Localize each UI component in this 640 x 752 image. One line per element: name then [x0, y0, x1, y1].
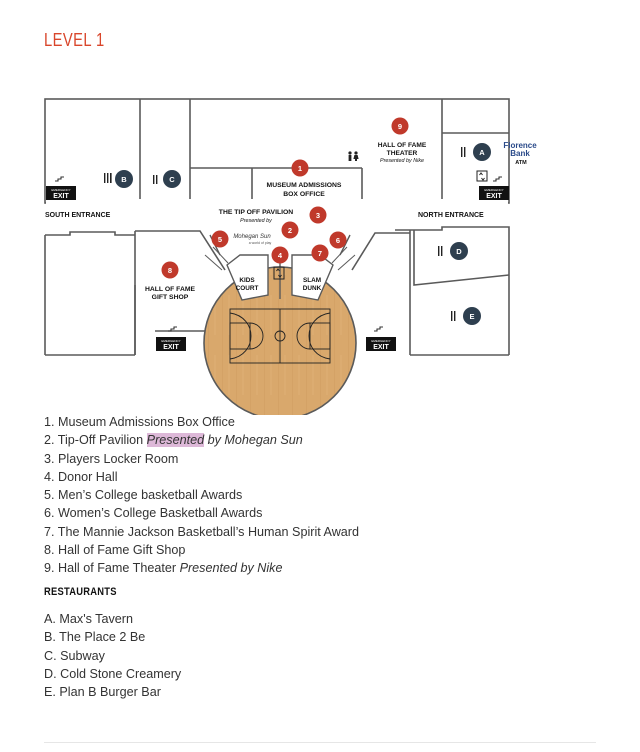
- marker-9[interactable]: 9: [391, 117, 409, 135]
- svg-text:5: 5: [218, 235, 222, 244]
- svg-text:8: 8: [168, 266, 172, 275]
- pavilion-label: THE TIP OFF PAVILION: [219, 209, 293, 216]
- restaurant-marker-a[interactable]: A: [473, 143, 491, 161]
- dining-icon: [438, 246, 443, 256]
- stairs-icon: [374, 326, 383, 332]
- svg-text:1: 1: [298, 164, 302, 173]
- legend-item: 7. The Mannie Jackson Basketball’s Human…: [44, 524, 360, 539]
- legend-item: 1. Museum Admissions Box Office: [44, 415, 235, 429]
- dining-icon: [461, 147, 466, 157]
- marker-1[interactable]: 1: [291, 159, 309, 177]
- divider: [44, 742, 596, 743]
- restaurant-marker-e[interactable]: E: [463, 307, 481, 325]
- svg-text:C: C: [169, 175, 175, 184]
- svg-text:EMERGENCY: EMERGENCY: [371, 339, 390, 343]
- restaurant-item: A. Max's Tavern: [44, 612, 133, 626]
- restaurant-item: E. Plan B Burger Bar: [44, 685, 161, 700]
- marker-8[interactable]: 8: [161, 261, 179, 279]
- marker-7[interactable]: 7: [311, 244, 329, 262]
- svg-text:EXIT: EXIT: [53, 193, 69, 200]
- exit-sign-south: EMERGENCY EXIT: [46, 186, 76, 200]
- bank-logo-1: Florence: [503, 141, 537, 150]
- theater-sub: Presented by Nike: [380, 158, 424, 164]
- south-wing: [44, 230, 226, 356]
- theater-label-2: THEATER: [387, 150, 418, 157]
- restaurant-item: D. Cold Stone Creamery: [44, 666, 182, 681]
- restaurant-item: C. Subway: [44, 648, 105, 663]
- restaurant-marker-d[interactable]: D: [450, 242, 468, 260]
- north-entrance-label: NORTH ENTRANCE: [418, 212, 484, 219]
- exit-sign-gift: EMERGENCY EXIT: [156, 337, 186, 351]
- center-court: [203, 234, 357, 415]
- restaurant-item: B. The Place 2 Be: [44, 630, 146, 645]
- svg-text:EXIT: EXIT: [163, 344, 179, 351]
- theater-label-1: HALL OF FAME: [378, 142, 427, 149]
- slam-dunk-label-1: SLAM: [303, 277, 321, 284]
- mohegan-logo: Mohegan Sun: [233, 234, 271, 240]
- exit-sign-court: EMERGENCY EXIT: [366, 337, 396, 351]
- svg-text:4: 4: [278, 251, 283, 260]
- legend-item: 5. Men’s College basketball Awards: [44, 488, 243, 503]
- restroom-icon: [348, 151, 359, 161]
- marker-2[interactable]: 2: [281, 221, 299, 239]
- exit-sign-north: EMERGENCY EXIT: [479, 186, 509, 200]
- svg-text:EMERGENCY: EMERGENCY: [484, 188, 503, 192]
- marker-5[interactable]: 5: [211, 230, 229, 248]
- svg-text:EMERGENCY: EMERGENCY: [161, 339, 180, 343]
- dining-icon: [153, 175, 158, 184]
- north-wing: [351, 226, 510, 356]
- svg-text:3: 3: [316, 211, 320, 220]
- svg-text:9: 9: [398, 122, 402, 131]
- marker-6[interactable]: 6: [329, 231, 347, 249]
- restaurants-list: A. Max's Tavern B. The Place 2 Be C. Sub…: [44, 610, 181, 701]
- svg-text:6: 6: [336, 236, 340, 245]
- legend-item: 6. Women’s College Basketball Awards: [44, 506, 263, 521]
- mohegan-tagline: a world of play: [249, 241, 272, 245]
- legend-item: 9. Hall of Fame Theater Presented by Nik…: [44, 561, 283, 576]
- stairs-icon: [168, 326, 177, 332]
- highlighted-text: Presented: [146, 433, 205, 448]
- marker-4[interactable]: 4: [271, 246, 289, 264]
- page-title: LEVEL 1: [44, 30, 105, 50]
- kids-court-label-1: KIDS: [239, 277, 255, 284]
- dining-icon: [104, 173, 112, 183]
- legend-list: 1. Museum Admissions Box Office 2. Tip-O…: [44, 413, 359, 578]
- svg-text:E: E: [469, 312, 474, 321]
- svg-text:EXIT: EXIT: [486, 193, 502, 200]
- gift-shop-label-1: HALL OF FAME: [145, 286, 196, 293]
- kids-court-label-2: COURT: [236, 285, 259, 292]
- pavilion-sub: Presented by: [240, 218, 272, 224]
- gift-shop-label-2: GIFT SHOP: [152, 294, 189, 301]
- svg-text:2: 2: [288, 226, 292, 235]
- floor-map: SOUTH ENTRANCE NORTH ENTRANCE HALL OF FA…: [40, 95, 550, 415]
- svg-text:D: D: [456, 247, 462, 256]
- legend-item: 2. Tip-Off Pavilion Presented by Mohegan…: [44, 433, 303, 448]
- bank-logo-2: Bank: [510, 149, 530, 158]
- restaurants-heading: RESTAURANTS: [44, 586, 117, 598]
- south-entrance-label: SOUTH ENTRANCE: [45, 212, 111, 219]
- elevator-icon: [273, 266, 285, 280]
- stairs-icon: [55, 176, 64, 182]
- svg-text:A: A: [479, 148, 485, 157]
- stairs-icon: [493, 176, 502, 182]
- museum-label-1: MUSEUM ADMISSIONS: [267, 182, 342, 189]
- svg-text:EMERGENCY: EMERGENCY: [51, 188, 70, 192]
- museum-label-2: BOX OFFICE: [283, 191, 325, 198]
- svg-text:B: B: [121, 175, 127, 184]
- restaurant-marker-b[interactable]: B: [115, 170, 133, 188]
- atm-label: ATM: [515, 160, 527, 166]
- dining-icon: [451, 311, 456, 321]
- legend-item: 4. Donor Hall: [44, 469, 118, 484]
- restaurant-marker-c[interactable]: C: [163, 170, 181, 188]
- marker-3[interactable]: 3: [309, 206, 327, 224]
- legend-item: 8. Hall of Fame Gift Shop: [44, 543, 186, 558]
- legend-item: 3. Players Locker Room: [44, 451, 179, 466]
- elevator-icon: [476, 170, 488, 182]
- svg-text:EXIT: EXIT: [373, 344, 389, 351]
- svg-text:7: 7: [318, 249, 322, 258]
- slam-dunk-label-2: DUNK: [303, 285, 322, 292]
